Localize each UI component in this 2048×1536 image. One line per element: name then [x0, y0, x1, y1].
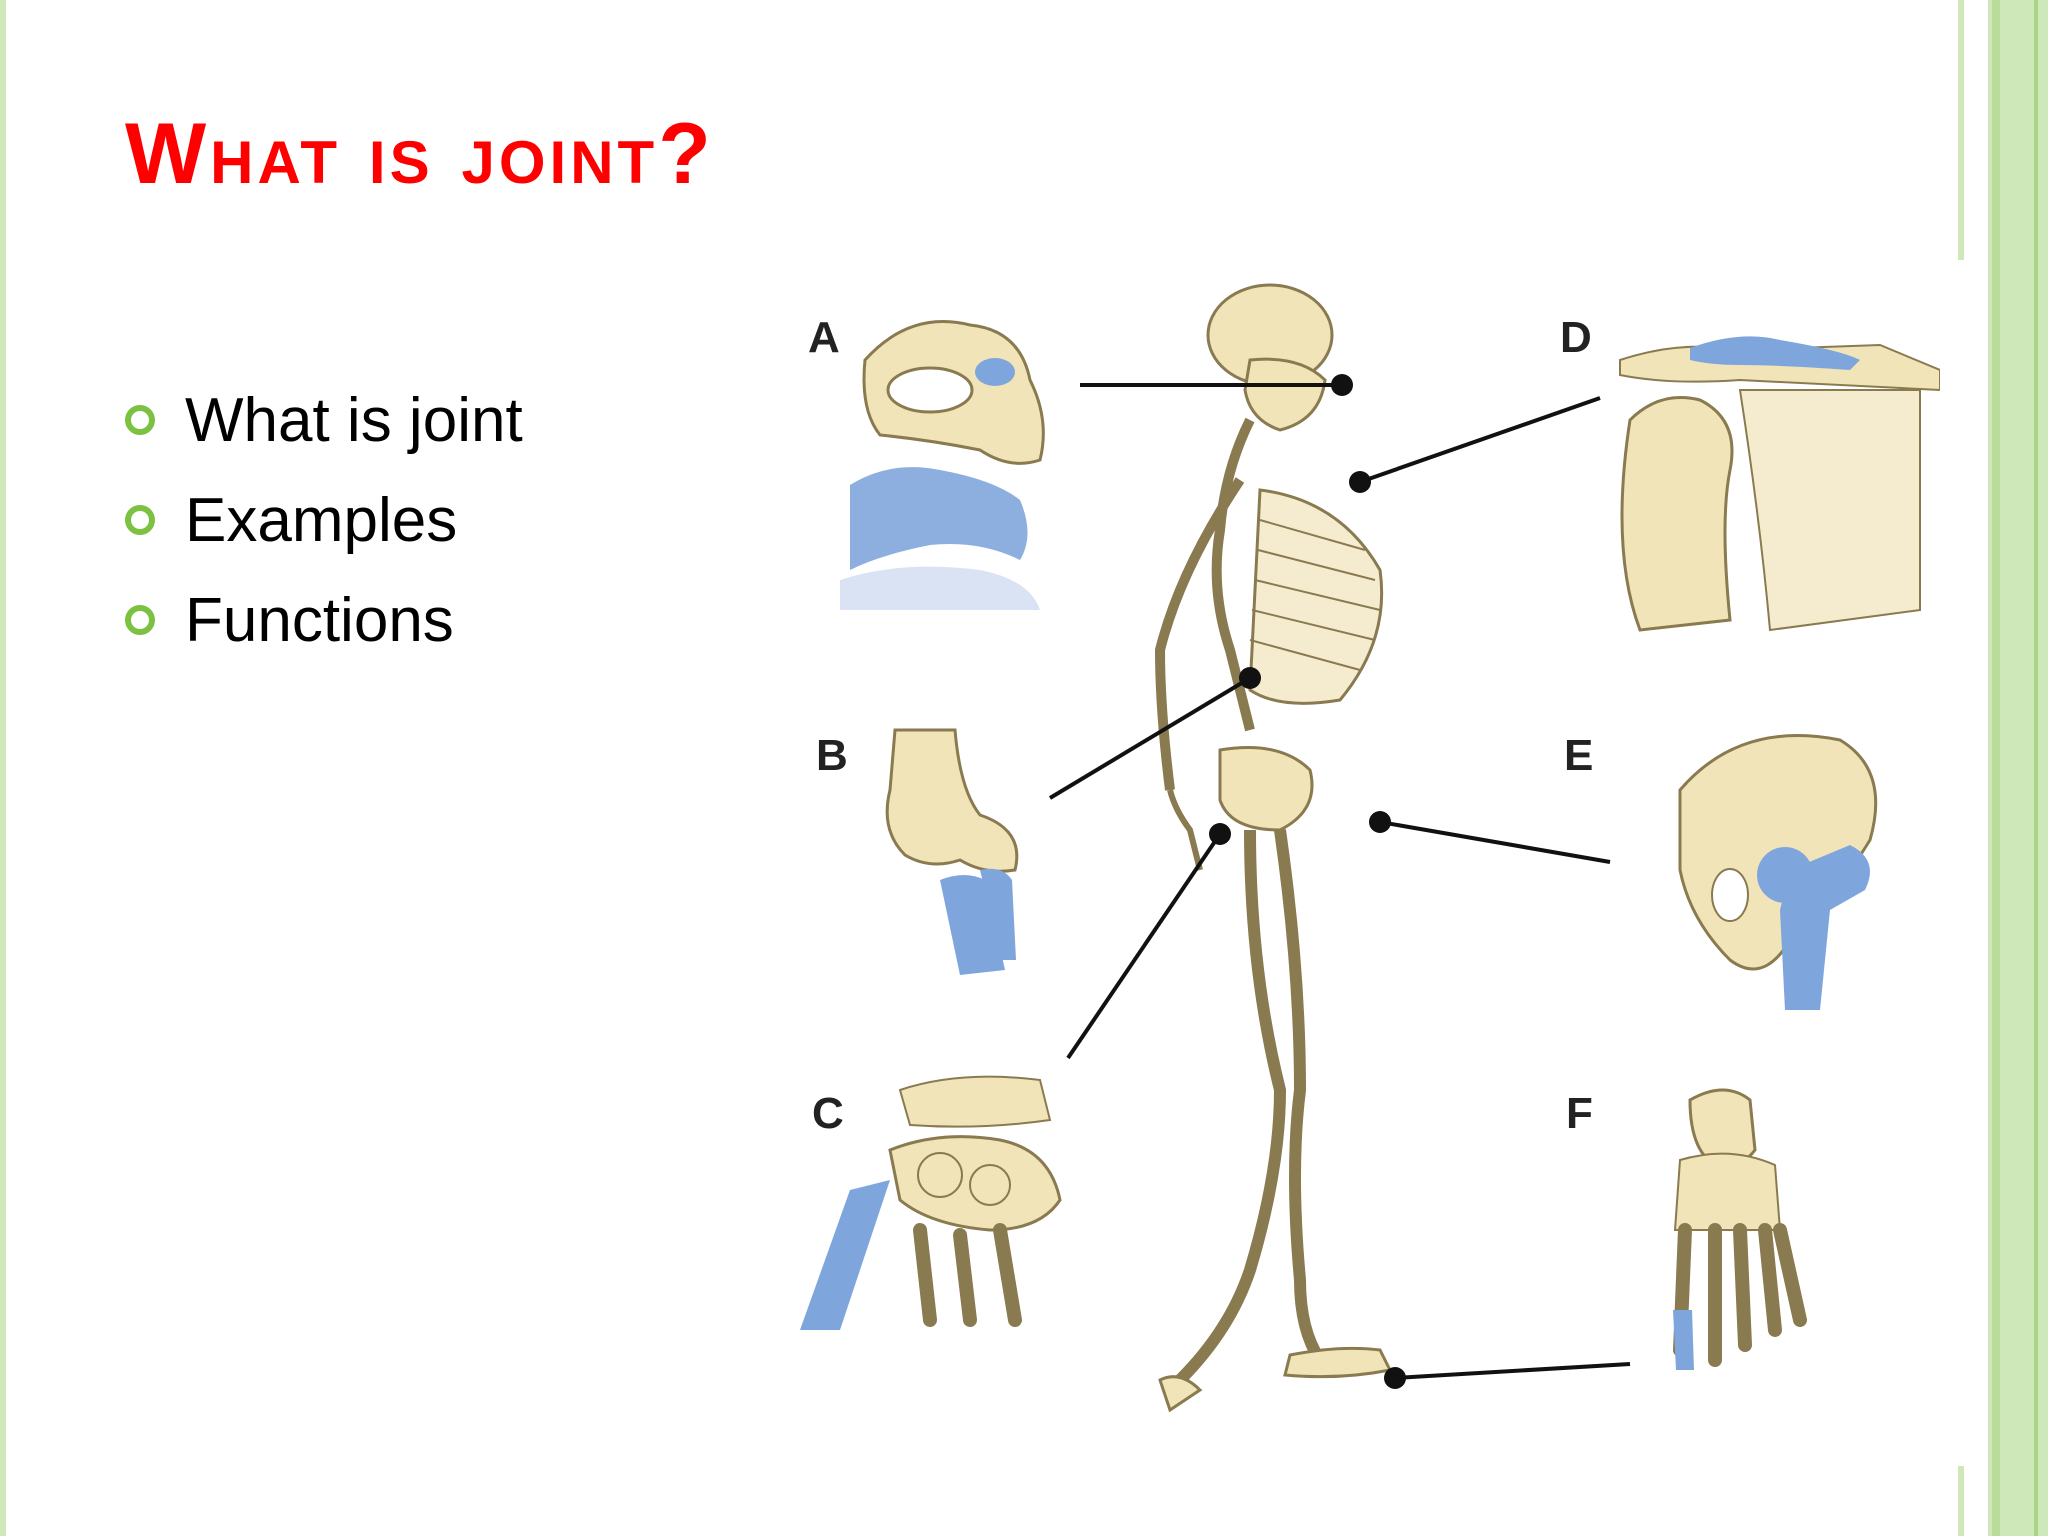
slide-title: What is joint?: [125, 106, 715, 202]
figure-label-a: A: [808, 313, 840, 362]
slide-border-accent: [1958, 1466, 1964, 1536]
atlas-joint-illustration: [840, 320, 1045, 610]
bullet-text: Examples: [185, 485, 458, 555]
figure-label-c: C: [812, 1089, 844, 1138]
joint-marker-b: [1239, 667, 1261, 689]
bullet-text: Functions: [185, 585, 454, 655]
shoulder-joint-illustration: [1619, 336, 1940, 632]
slide-border-right: [1988, 0, 2048, 1536]
border-stripe: [2034, 0, 2038, 1536]
bullet-list: What is joint Examples Functions: [125, 370, 523, 670]
figure-label-f: F: [1566, 1089, 1593, 1138]
joint-marker-d: [1349, 471, 1371, 493]
joint-marker-f: [1384, 1367, 1406, 1389]
slide-border-accent: [1958, 0, 1964, 260]
bullet-item: Functions: [125, 570, 523, 670]
hip-joint-illustration: [1678, 734, 1878, 1010]
skeleton-joints-diagram: A B C D E F: [800, 283, 1940, 1413]
joint-marker-a: [1331, 374, 1353, 396]
foot-joint-illustration: [1673, 1088, 1807, 1370]
bullet-item: What is joint: [125, 370, 523, 470]
figure-label-d: D: [1560, 313, 1592, 362]
skeleton-illustration: [1154, 283, 1393, 1413]
bullet-ring-icon: [125, 505, 155, 535]
slide-border-left: [0, 0, 6, 1536]
bullet-ring-icon: [125, 405, 155, 435]
figure-label-b: B: [816, 731, 848, 780]
joint-marker-c: [1209, 823, 1231, 845]
figure-label-e: E: [1564, 731, 1593, 780]
border-stripe: [1992, 0, 2000, 1536]
elbow-joint-illustration: [885, 728, 1019, 975]
wrist-joint-illustration: [800, 1075, 1062, 1330]
pointer-lines: [1048, 383, 1631, 1380]
joint-markers: [1209, 374, 1406, 1389]
bullet-ring-icon: [125, 605, 155, 635]
joint-marker-e: [1369, 811, 1391, 833]
bullet-item: Examples: [125, 470, 523, 570]
bullet-text: What is joint: [185, 385, 523, 455]
